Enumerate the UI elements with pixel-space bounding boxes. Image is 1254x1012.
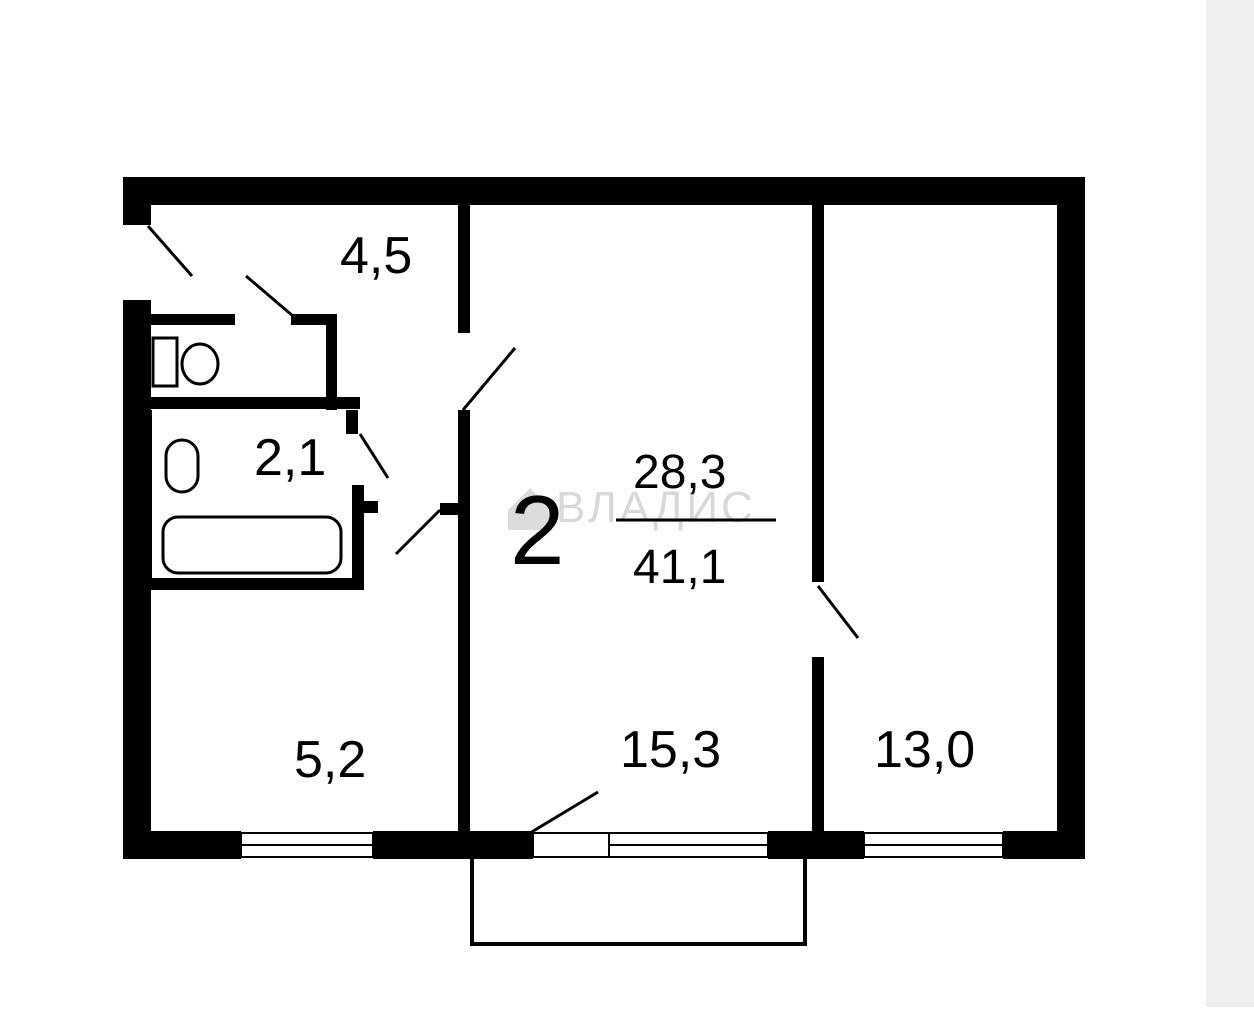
watermark-text: ВЛАДИС bbox=[556, 483, 756, 532]
door-swings bbox=[146, 225, 860, 835]
balcony bbox=[470, 859, 807, 946]
room-area-hall: 4,5 bbox=[340, 227, 412, 285]
room-area-bathroom: 2,1 bbox=[254, 429, 326, 487]
outer-walls bbox=[123, 177, 1085, 859]
room-area-kitchen: 5,2 bbox=[294, 731, 366, 789]
watermark: ВЛАДИС bbox=[508, 483, 756, 532]
room-area-living-room: 15,3 bbox=[620, 721, 721, 779]
toilet-icon bbox=[151, 336, 220, 388]
total-area: 41,1 bbox=[633, 541, 726, 594]
room-area-bedroom: 13,0 bbox=[874, 721, 975, 779]
living-area: 28,3 bbox=[633, 446, 726, 499]
side-strip bbox=[1206, 0, 1254, 1007]
bathtub-icon bbox=[161, 515, 343, 575]
windows bbox=[240, 832, 1004, 858]
watermark-logo-icon bbox=[508, 488, 552, 530]
sink-icon bbox=[164, 438, 200, 494]
rooms-count: 2 bbox=[510, 475, 565, 585]
interior-walls bbox=[140, 205, 824, 831]
